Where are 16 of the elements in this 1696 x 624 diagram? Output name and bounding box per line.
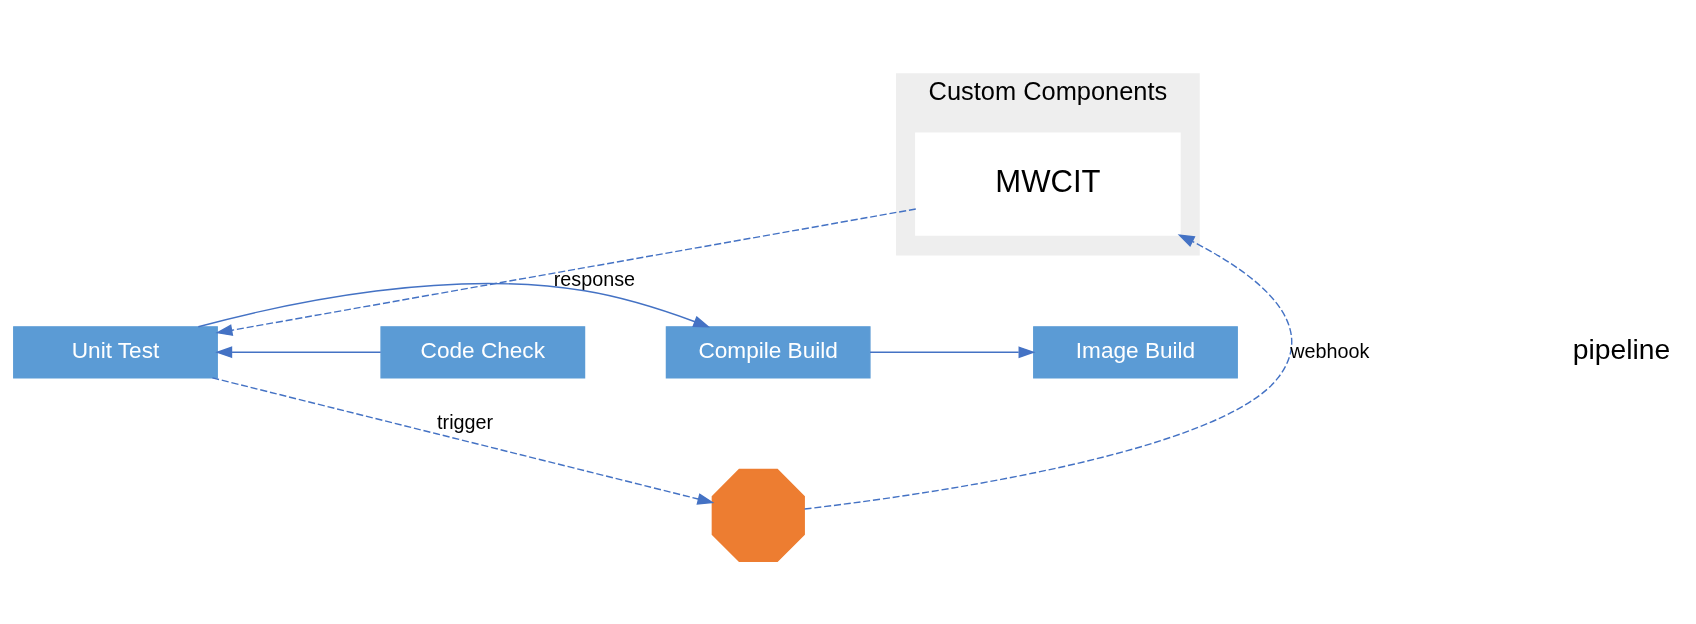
edge-label: webhook [1290, 339, 1370, 362]
node-box: Code Check [380, 326, 586, 379]
edge-label: response [553, 268, 636, 291]
label: pipeline [1572, 333, 1671, 366]
node-box: Compile Build [665, 326, 871, 379]
edge-label: trigger [437, 410, 494, 433]
arrow [215, 208, 917, 336]
node-box: Image Build [1033, 326, 1238, 379]
node-box: MWCIT [915, 132, 1181, 236]
arrow [197, 282, 711, 328]
node-octagon [711, 468, 805, 563]
node-box: Unit Test [13, 326, 218, 379]
arrow [215, 346, 382, 359]
arrow [803, 234, 1293, 510]
arrow [869, 346, 1036, 359]
arrow [211, 377, 715, 505]
